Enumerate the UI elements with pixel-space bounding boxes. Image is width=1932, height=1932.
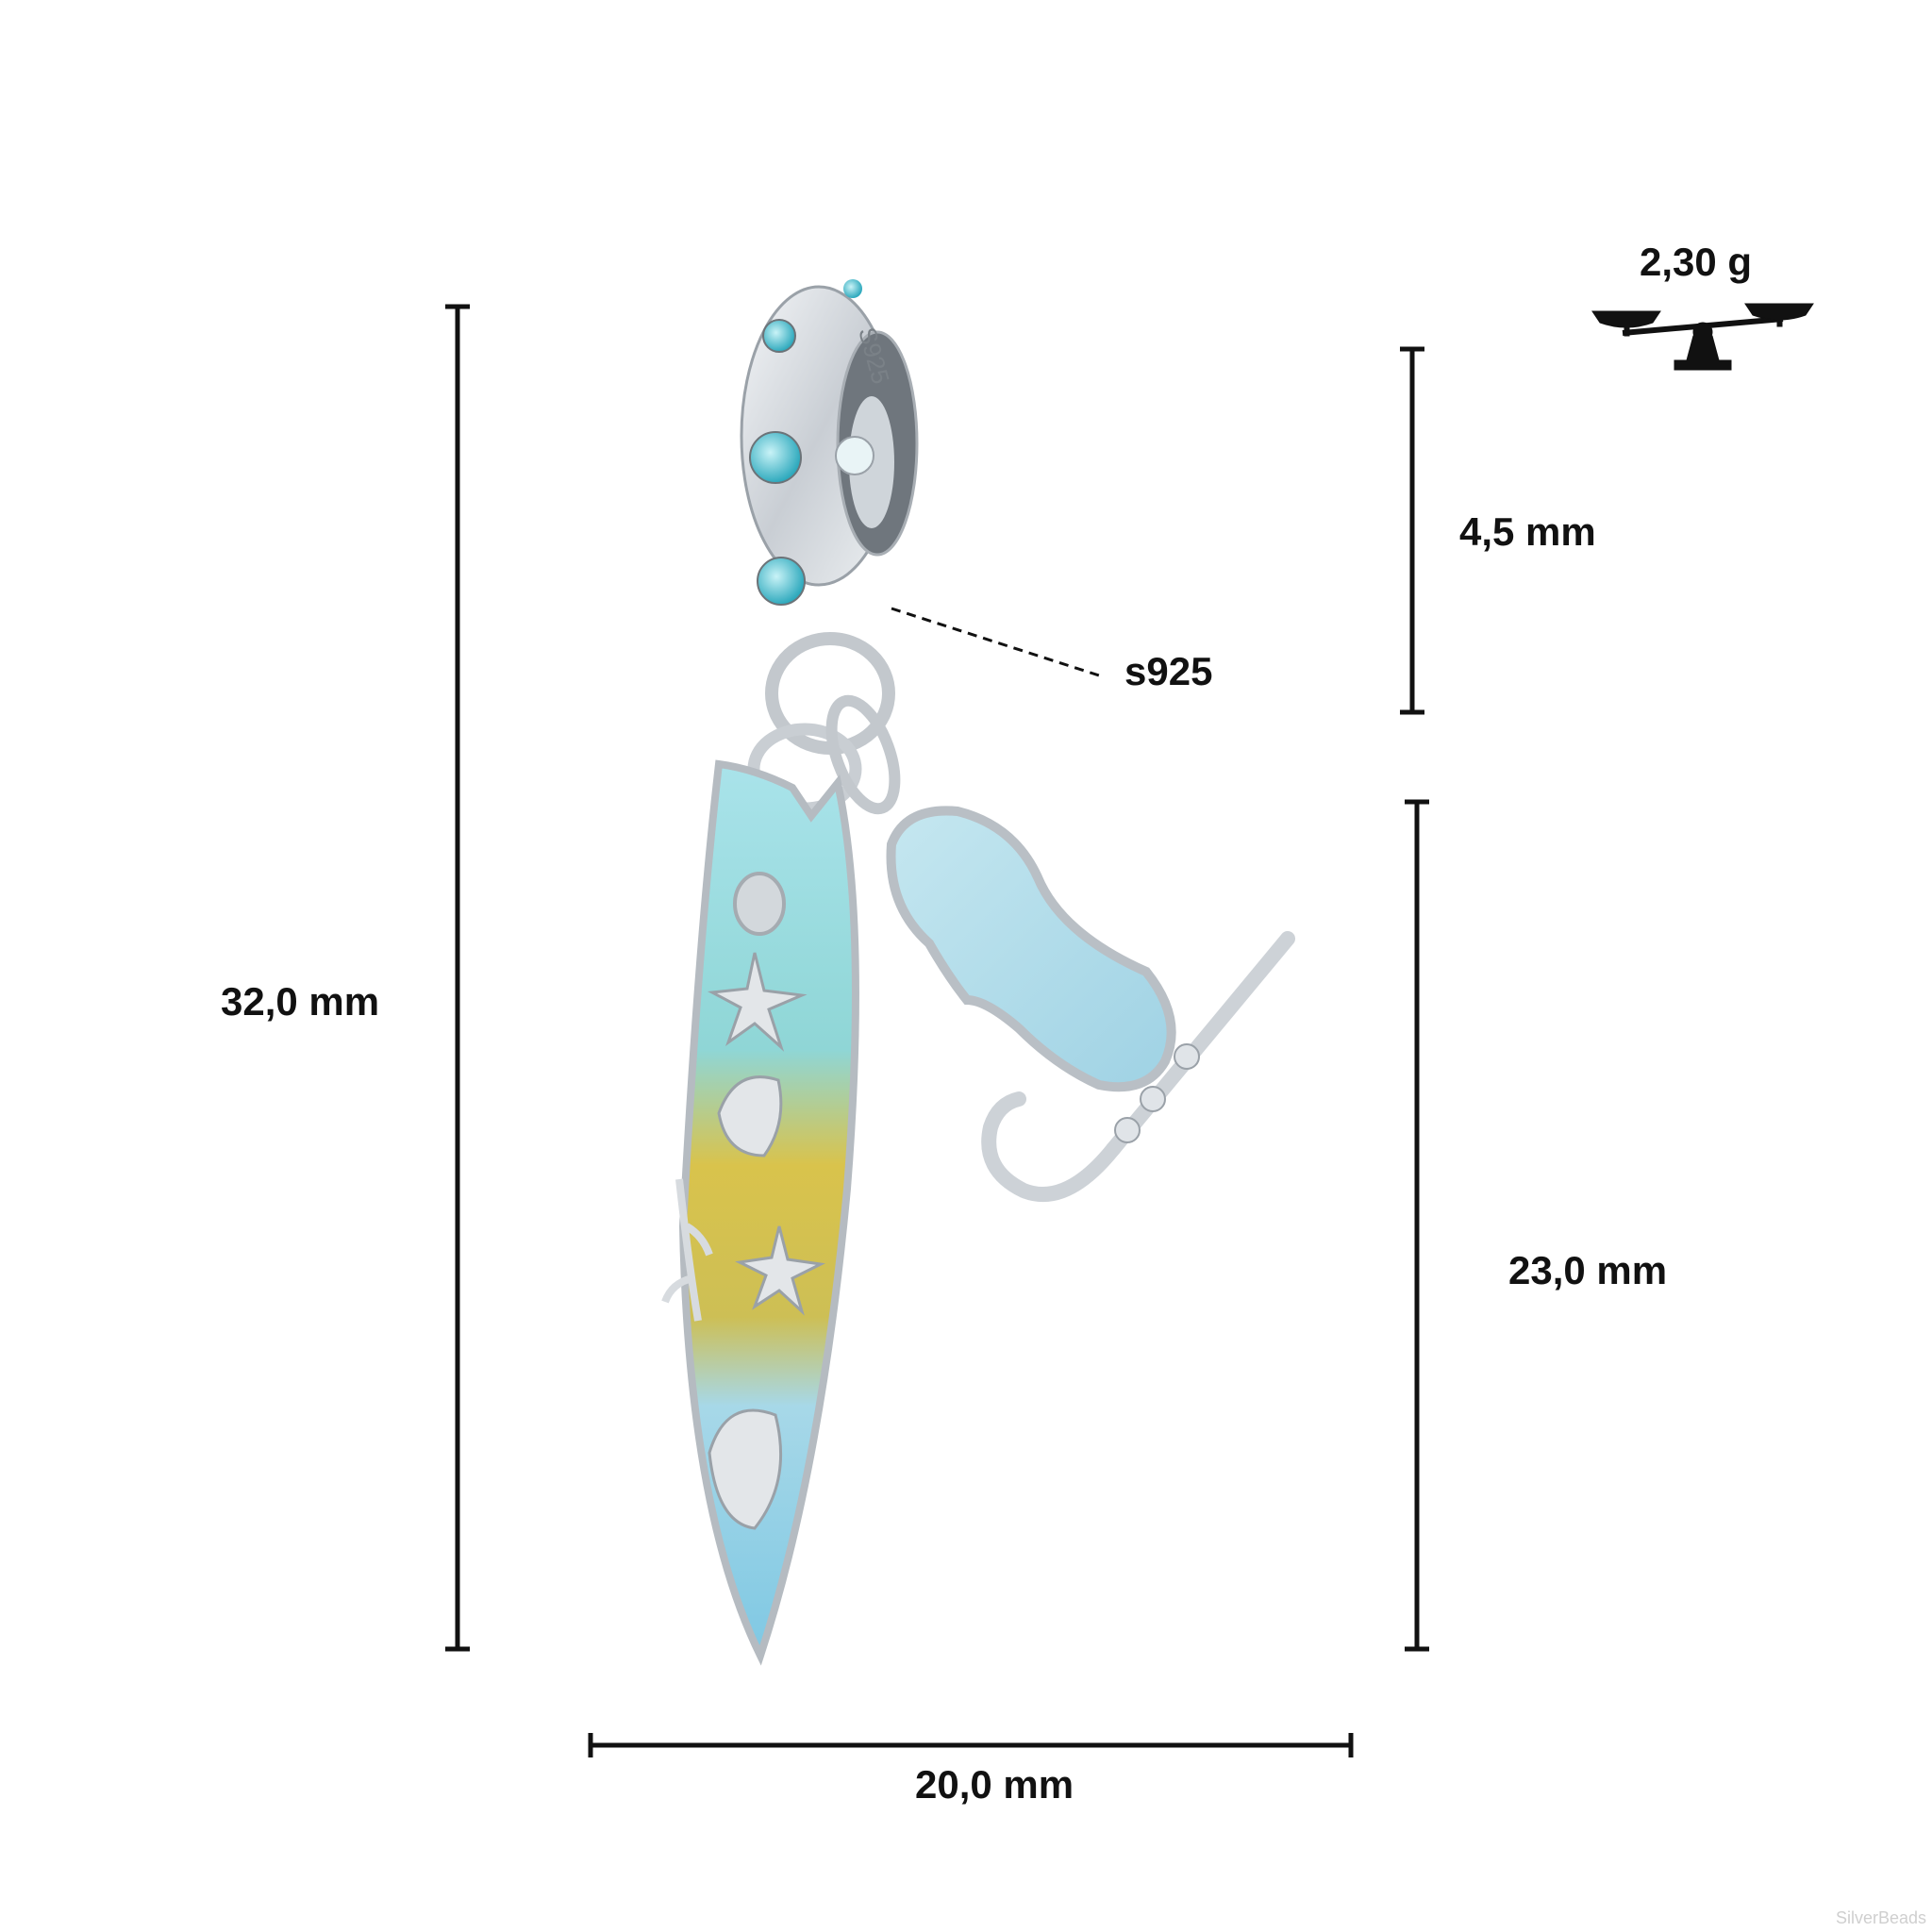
s925-leader-line [891, 607, 1100, 677]
balance-scale-icon [1591, 303, 1814, 371]
charm-pendant [661, 279, 1295, 1666]
bail-height-label: 4,5 mm [1459, 509, 1596, 554]
weight-label: 2,30 g [1640, 240, 1753, 284]
width-label: 20,0 mm [915, 1762, 1074, 1807]
height-dimension-line [445, 304, 470, 1652]
width-dimension-line [588, 1733, 1354, 1757]
dangle-height-dimension-line [1405, 799, 1429, 1652]
bail-height-dimension-line [1400, 346, 1424, 715]
total-height-label: 32,0 mm [221, 979, 380, 1024]
watermark: SilverBeads [1835, 1908, 1926, 1927]
material-stamp-label: s925 [1124, 649, 1213, 693]
dangle-height-label: 23,0 mm [1508, 1248, 1668, 1292]
